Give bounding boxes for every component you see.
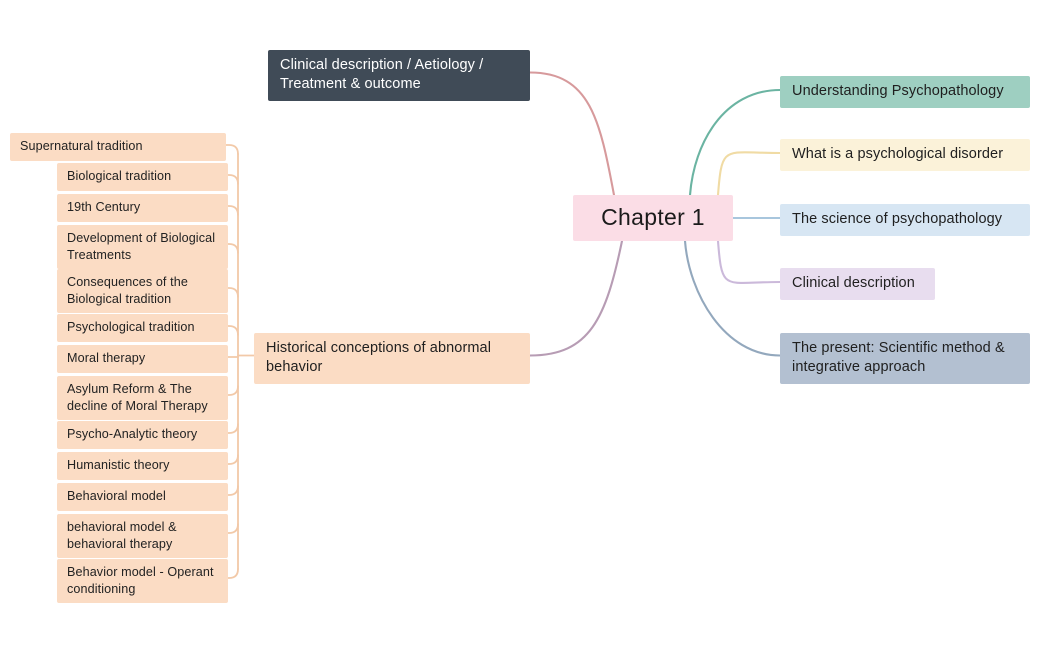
right-branch-node-label: What is a psychological disorder: [792, 146, 1004, 162]
leaf-node-label: Supernatural tradition: [20, 139, 143, 153]
connector-line: [227, 174, 239, 185]
connector-line: [528, 71, 616, 197]
right-branch-node-4[interactable]: Clinical description: [780, 268, 935, 301]
right-branch-node-label: Understanding Psychopathology: [792, 83, 1004, 99]
right-branch-node-label: Clinical description: [792, 275, 915, 291]
leaf-node-label: behavioral model & behavioral therapy: [67, 520, 177, 551]
leaf-node-2[interactable]: Biological tradition: [57, 163, 228, 191]
connector-line: [683, 239, 782, 357]
leaf-node-3[interactable]: 19th Century: [57, 194, 228, 222]
right-branch-node-2[interactable]: What is a psychological disorder: [780, 139, 1030, 172]
connector-line: [227, 205, 239, 216]
left-branch-node-label: Historical conceptions of abnormal behav…: [266, 340, 492, 376]
leaf-node-label: Psychological tradition: [67, 320, 195, 334]
leaf-node-label: Consequences of the Biological tradition: [67, 275, 188, 306]
leaf-node-10[interactable]: Humanistic theory: [57, 452, 228, 480]
leaf-node-label: Humanistic theory: [67, 458, 170, 472]
leaf-node-1[interactable]: Supernatural tradition: [10, 133, 226, 161]
connector-line: [227, 243, 239, 254]
leaf-node-11[interactable]: Behavioral model: [57, 483, 228, 511]
leaf-node-label: Biological tradition: [67, 169, 172, 183]
leaf-node-9[interactable]: Psycho-Analytic theory: [57, 421, 228, 449]
connector-line: [227, 454, 239, 465]
leaf-node-12[interactable]: behavioral model & behavioral therapy: [57, 514, 228, 559]
connector-line: [227, 523, 239, 534]
connector-line: [227, 385, 239, 396]
leaf-node-4[interactable]: Development of Biological Treatments: [57, 225, 228, 270]
right-branch-node-3[interactable]: The science of psychopathology: [780, 204, 1030, 237]
leaf-node-13[interactable]: Behavior model - Operant conditioning: [57, 559, 228, 604]
leaf-node-label: Behavior model - Operant conditioning: [67, 565, 214, 596]
leaf-node-6[interactable]: Psychological tradition: [57, 314, 228, 342]
leaf-node-label: 19th Century: [67, 200, 141, 214]
leaf-node-label: Asylum Reform & The decline of Moral The…: [67, 382, 208, 413]
left-branch-node-2[interactable]: Historical conceptions of abnormal behav…: [254, 333, 530, 385]
right-branch-node-1[interactable]: Understanding Psychopathology: [780, 76, 1030, 109]
right-branch-node-5[interactable]: The present: Scientific method & integra…: [780, 333, 1030, 385]
leaf-node-5[interactable]: Consequences of the Biological tradition: [57, 269, 228, 314]
connector-line: [227, 423, 239, 434]
leaf-node-label: Psycho-Analytic theory: [67, 427, 198, 441]
leaf-node-label: Development of Biological Treatments: [67, 231, 216, 262]
leaf-node-label: Moral therapy: [67, 351, 146, 365]
connector-line: [227, 325, 239, 336]
connector-line: [227, 485, 239, 496]
connector-line: [227, 287, 239, 298]
right-branch-node-label: The present: Scientific method & integra…: [792, 340, 1005, 376]
connector-line: [688, 88, 782, 197]
right-branch-node-label: The science of psychopathology: [792, 211, 1003, 227]
connector-line: [716, 239, 782, 285]
left-branch-node-label: Clinical description / Aetiology / Treat…: [280, 57, 484, 93]
connector-line: [225, 144, 239, 155]
center-node-chapter-1[interactable]: Chapter 1: [573, 195, 733, 241]
leaf-node-8[interactable]: Asylum Reform & The decline of Moral The…: [57, 376, 228, 421]
leaf-node-label: Behavioral model: [67, 489, 166, 503]
connector-line: [227, 568, 239, 579]
center-node-label: Chapter 1: [601, 204, 705, 231]
connector-line: [716, 151, 782, 197]
left-branch-node-1[interactable]: Clinical description / Aetiology / Treat…: [268, 50, 530, 102]
leaf-node-7[interactable]: Moral therapy: [57, 345, 228, 373]
connector-line: [528, 239, 624, 357]
